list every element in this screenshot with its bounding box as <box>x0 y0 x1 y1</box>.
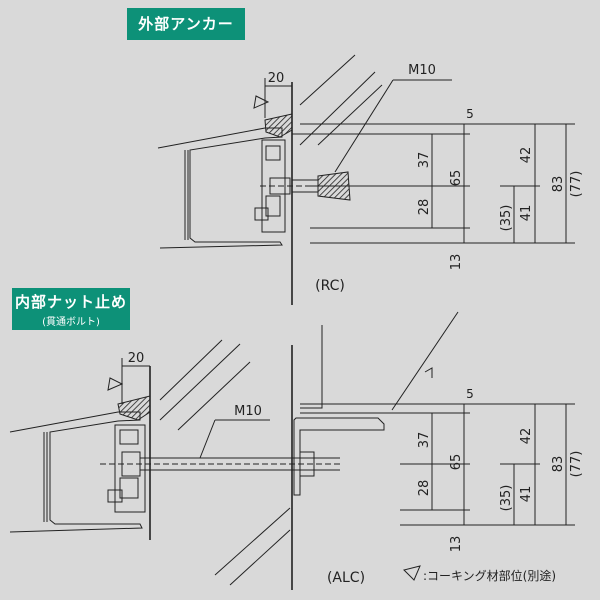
top-dim-28: 28 <box>417 199 432 216</box>
top-sash-mullion <box>184 150 189 240</box>
top-caulking-marker <box>253 95 270 109</box>
bottom-angle-bracket <box>293 417 385 496</box>
bottom-dim-77: (77) <box>569 451 584 478</box>
bottom-wall-diagonal <box>159 343 241 421</box>
top-dim-77: (77) <box>569 171 584 198</box>
bottom-caption: (ALC) <box>327 570 365 586</box>
bottom-dim-42: 42 <box>519 428 534 445</box>
top-dim-41: 41 <box>519 205 534 222</box>
bottom-alc-leader <box>391 311 459 411</box>
bottom-sash-mullion <box>43 432 48 522</box>
internal-nut-badge: 内部ナット止め (貫通ボルト) <box>12 288 130 330</box>
top-wall-diagonal <box>299 54 356 106</box>
bottom-section <box>9 311 575 590</box>
bottom-dim-28: 28 <box>417 480 432 497</box>
bottom-profile-clip <box>107 489 123 503</box>
internal-nut-badge-subtitle: (貫通ボルト) <box>42 317 100 328</box>
bottom-dim-83: 83 <box>551 456 566 473</box>
bottom-wall-diagonal <box>214 507 291 576</box>
legend-text: :コーキング材部位(別途) <box>423 568 556 583</box>
top-profile-detail <box>265 145 281 217</box>
top-dim-5: 5 <box>466 107 474 121</box>
top-wall-diagonal <box>317 84 383 146</box>
top-dim-13: 13 <box>449 254 464 271</box>
bottom-alc-panel <box>300 325 323 409</box>
bottom-wall-diagonal <box>229 529 291 586</box>
top-m10-leader <box>334 79 394 173</box>
top-caption: (RC) <box>315 278 345 294</box>
bottom-anchor-profile <box>114 424 146 513</box>
bottom-caulking-marker <box>107 377 124 391</box>
top-dim-37: 37 <box>417 152 432 169</box>
bottom-wall-diagonal <box>177 361 251 431</box>
bottom-dim-13: 13 <box>449 536 464 553</box>
bottom-dim-5: 5 <box>466 387 474 401</box>
top-section <box>157 54 575 305</box>
bottom-caulking <box>117 395 151 421</box>
top-dim-42: 42 <box>519 147 534 164</box>
bottom-dim-41: 41 <box>519 486 534 503</box>
top-caulking <box>264 113 293 138</box>
bottom-m10-leader <box>199 419 216 459</box>
bottom-bolt-label: M10 <box>234 404 262 419</box>
legend-caulking-marker <box>403 565 421 581</box>
top-profile-clip <box>254 207 269 221</box>
bottom-dim-37: 37 <box>417 432 432 449</box>
top-dim-35: (35) <box>499 205 514 232</box>
top-anchor-profile <box>261 139 286 233</box>
bottom-profile-detail <box>119 429 139 499</box>
external-anchor-badge: 外部アンカー <box>127 8 245 40</box>
bottom-gap-dim-label: 20 <box>128 351 145 366</box>
bottom-dim-65: 65 <box>449 454 464 471</box>
top-wall-diagonal <box>299 71 376 146</box>
bottom-wall-diagonal <box>159 339 223 401</box>
top-dim-83: 83 <box>551 176 566 193</box>
internal-nut-badge-title: 内部ナット止め <box>14 293 127 311</box>
bottom-alc-break <box>424 367 433 378</box>
top-dim-65: 65 <box>449 170 464 187</box>
top-sash-frame <box>157 127 283 249</box>
top-gap-dim-label: 20 <box>268 71 285 86</box>
top-bolt-label: M10 <box>408 63 436 78</box>
bottom-dim-35: (35) <box>499 485 514 512</box>
